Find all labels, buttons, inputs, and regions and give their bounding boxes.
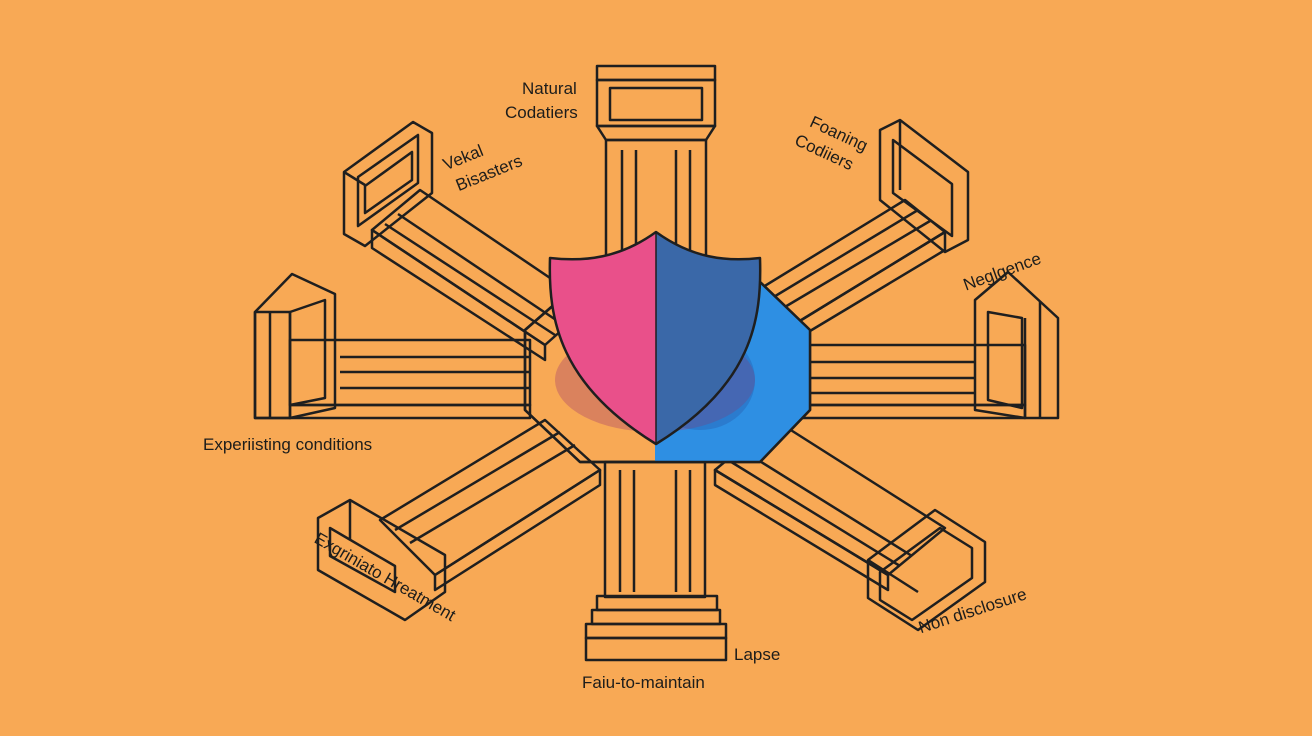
label-natural-conditions: Natural Codatiers (505, 79, 582, 122)
pillar-non-disclosure (713, 418, 987, 632)
label-preexisting-conditions: Experiisting conditions (203, 435, 372, 454)
label-forming-conditions: Foaning Codiiers (792, 110, 875, 179)
label-line: Lapse (734, 645, 780, 664)
pillar-preexisting-conditions (253, 272, 532, 420)
label-line: Natural (522, 79, 577, 98)
shield-icon (548, 230, 762, 446)
pillar-verbal-disasters (342, 120, 592, 362)
pillar-experimental-treatment (316, 418, 602, 622)
label-lapse: Lapse (734, 645, 780, 664)
label-line: Exgriniato Hreatment (311, 529, 459, 625)
label-line: Codatiers (505, 103, 578, 122)
label-negligence: Neglgence (961, 249, 1044, 295)
label-line: Experiisting conditions (203, 435, 372, 454)
label-failure-to-maintain: Faiu-to-maintain (582, 673, 705, 692)
label-line: Neglgence (961, 249, 1044, 295)
label-line: Faiu-to-maintain (582, 673, 705, 692)
label-verbal-disasters: Vekal Bisasters (440, 129, 525, 197)
label-experimental-treatment: Exgriniato Hreatment (311, 529, 459, 625)
pillar-lapse (584, 460, 728, 662)
pillar-negligence (783, 270, 1060, 420)
